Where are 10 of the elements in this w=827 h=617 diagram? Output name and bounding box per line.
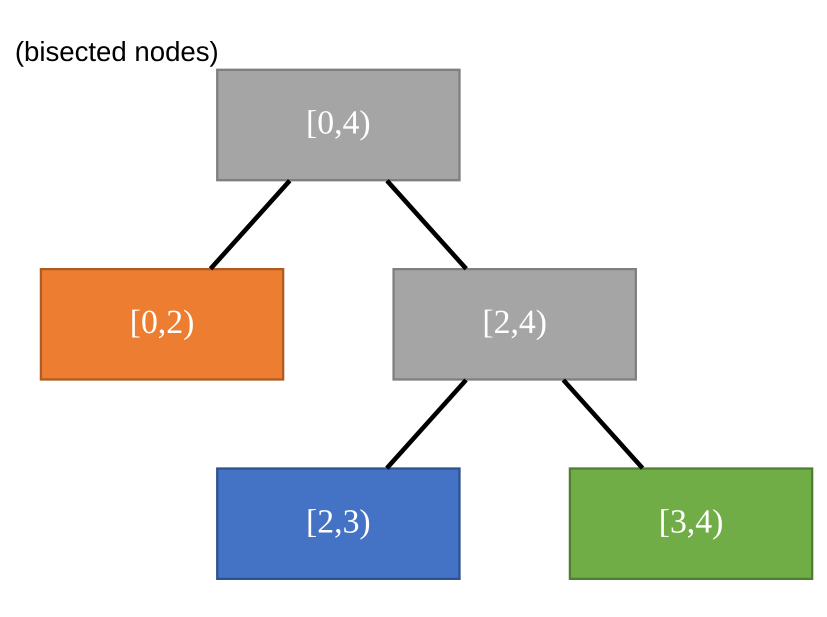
- connector: [208, 178, 292, 270]
- node-box: [0,2): [40, 267, 284, 380]
- node-box: [0,4): [216, 68, 461, 181]
- node-box: [2,4): [392, 267, 637, 380]
- connector: [385, 178, 468, 270]
- connector: [385, 378, 468, 470]
- node-box: [2,3): [216, 466, 461, 580]
- connector: [562, 378, 644, 470]
- node-label: (bisected nodes): [14, 36, 219, 67]
- node-box: [3,4): [568, 466, 814, 580]
